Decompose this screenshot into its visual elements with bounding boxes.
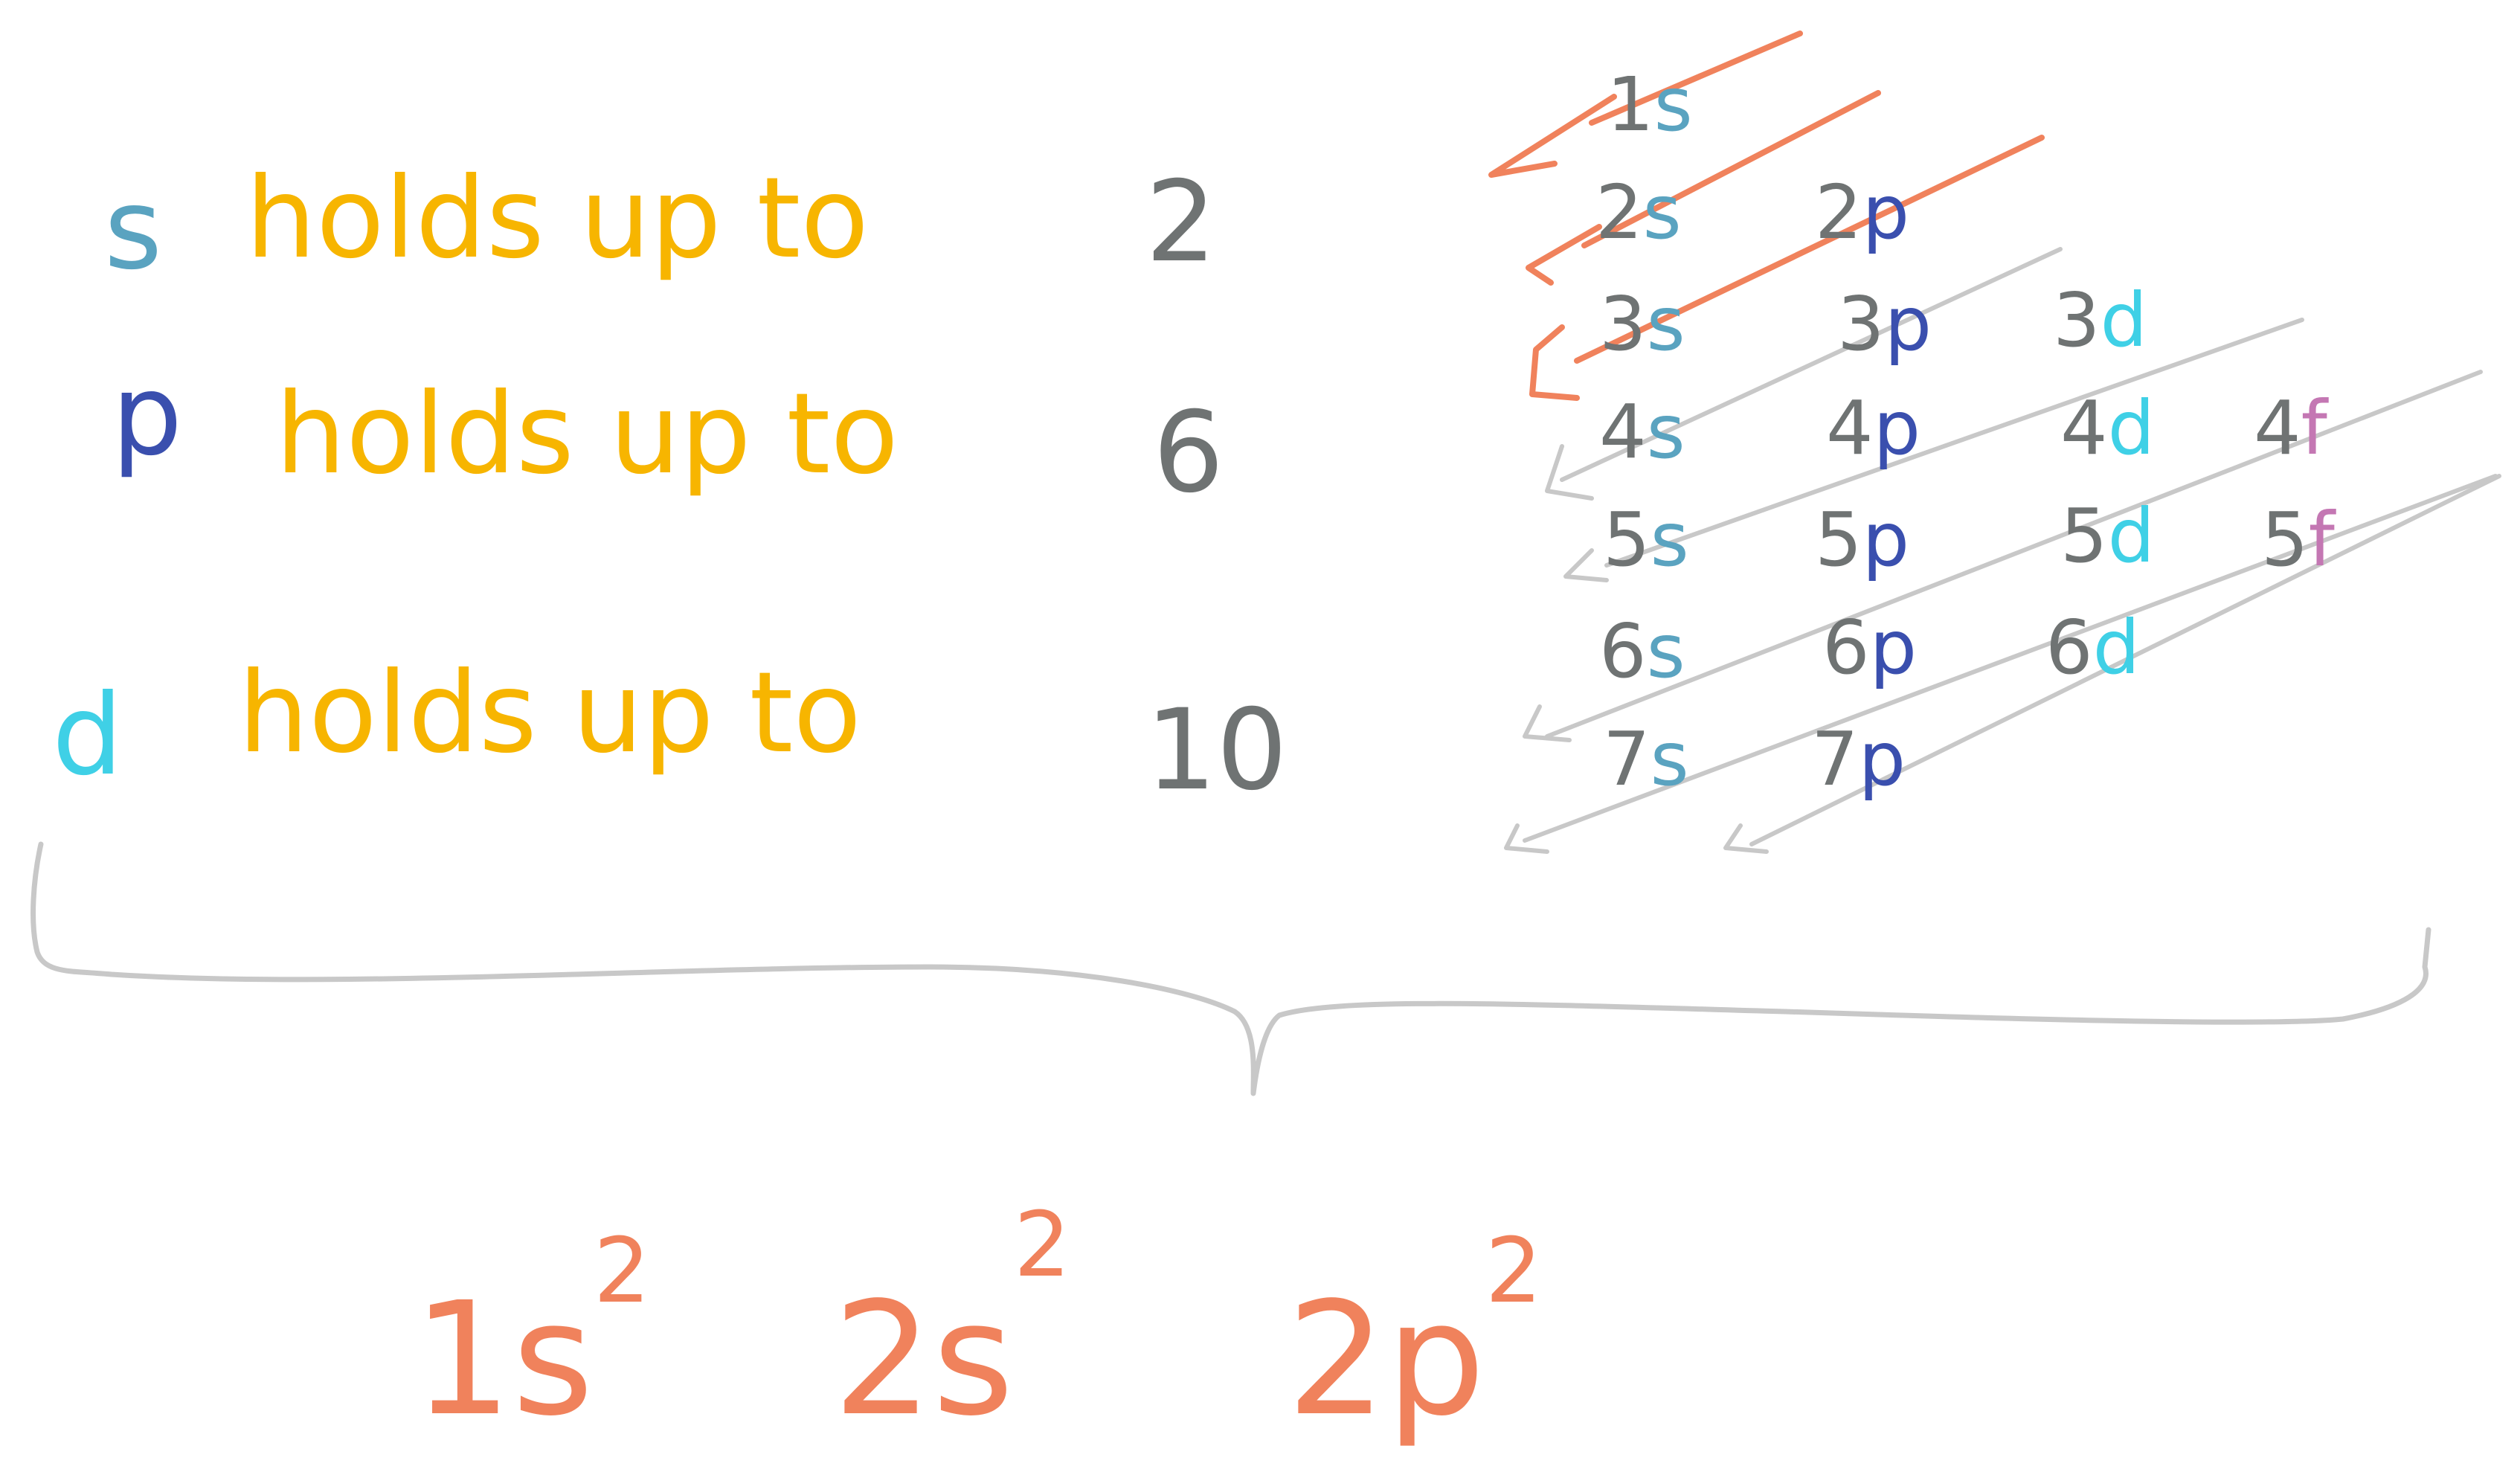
rule-value-d: 10 <box>1145 686 1288 815</box>
orbital-6d-l: d <box>2093 604 2140 691</box>
orbital-4d-l: d <box>2108 385 2155 472</box>
rule-value-p: 6 <box>1153 388 1224 518</box>
orbital-3s: 3s <box>1599 280 1685 367</box>
diagonal-arrow-gray-3 <box>1523 370 2483 742</box>
rule-letter-d: d <box>52 671 123 800</box>
config-1s-electrons: 2 <box>594 1220 650 1323</box>
orbital-4s-n: 4 <box>1599 388 1647 475</box>
rule-letter-p: p <box>112 351 182 480</box>
config-2s-n: 2 <box>833 1268 933 1450</box>
rule-row-d: d holds up to 10 <box>52 649 1288 815</box>
orbital-5s-n: 5 <box>1603 496 1650 583</box>
orbital-7p: 7p <box>1811 716 1906 803</box>
orbital-6s: 6s <box>1599 608 1685 695</box>
rule-letter-s: s <box>104 165 162 295</box>
orbital-5f-n: 5 <box>2261 496 2309 583</box>
diagonal-arrow-gray-4 <box>1504 474 2498 854</box>
orbital-5p-l: p <box>1862 496 1909 583</box>
orbital-3s-l: s <box>1647 280 1685 367</box>
orbital-4f-l: f <box>2301 385 2330 472</box>
diagonal-arrow-orange-1 <box>1488 30 1803 178</box>
orbital-grid: 1s 2s 2p 3s 3p 3d 4s 4p 4d 4f <box>1595 61 2337 803</box>
orbital-7p-n: 7 <box>1811 716 1859 803</box>
orbital-5p: 5p <box>1815 496 1909 583</box>
rule-row-p: p holds up to 6 <box>112 351 1224 518</box>
orbital-7s-l: s <box>1650 716 1689 803</box>
orbital-1s: 1s <box>1607 61 1693 148</box>
orbital-2p-l: p <box>1862 169 1909 256</box>
config-term-2p: 2p2 <box>1287 1220 1542 1450</box>
config-2p-l: p <box>1386 1268 1485 1450</box>
orbital-1s-l: s <box>1654 61 1693 148</box>
aufbau-arrows <box>1488 30 2501 854</box>
orbital-5s-l: s <box>1650 496 1689 583</box>
orbital-3p-l: p <box>1885 280 1932 367</box>
orbital-4p-l: p <box>1874 385 1920 472</box>
orbital-5d-n: 5 <box>2060 492 2108 579</box>
orbital-3p: 3p <box>1837 280 1932 367</box>
orbital-3d: 3d <box>2053 277 2147 364</box>
orbital-4f-n: 4 <box>2254 385 2301 472</box>
orbital-5s: 5s <box>1603 496 1689 583</box>
orbital-2s: 2s <box>1595 169 1682 256</box>
orbital-6s-l: s <box>1647 608 1685 695</box>
orbital-2s-l: s <box>1643 169 1682 256</box>
orbital-4p: 4p <box>1826 385 1920 472</box>
config-term-2s: 2s2 <box>833 1194 1070 1450</box>
orbital-2p-n: 2 <box>1815 169 1862 256</box>
orbital-5f-l: f <box>2309 496 2337 583</box>
config-2s-electrons: 2 <box>1014 1194 1070 1297</box>
config-1s-n: 1 <box>413 1268 512 1450</box>
orbital-5f: 5f <box>2261 496 2337 583</box>
orbital-6d: 6d <box>2045 604 2140 691</box>
config-1s-l: s <box>512 1268 594 1450</box>
diagonal-arrow-orange-3 <box>1529 135 2045 401</box>
rule-row-s: s holds up to 2 <box>104 154 1216 295</box>
diagonal-arrow-gray-2 <box>1563 318 2304 582</box>
orbital-7p-l: p <box>1859 716 1906 803</box>
orbital-5d: 5d <box>2060 492 2155 579</box>
orbital-6s-n: 6 <box>1599 608 1647 695</box>
orbital-3s-n: 3 <box>1599 280 1647 367</box>
config-2p-electrons: 2 <box>1485 1220 1542 1323</box>
orbital-5p-n: 5 <box>1815 496 1862 583</box>
rule-value-s: 2 <box>1145 158 1216 287</box>
diagonal-arrow-gray-1 <box>1545 247 2063 501</box>
config-2p-n: 2 <box>1287 1268 1386 1450</box>
config-2s-l: s <box>933 1268 1014 1450</box>
orbital-5d-l: d <box>2108 492 2155 579</box>
electron-configuration: 1s2 2s2 2p2 <box>413 1194 1542 1450</box>
orbital-4s: 4s <box>1599 388 1685 475</box>
orbital-7s-n: 7 <box>1603 716 1650 803</box>
rule-text-s: holds up to <box>245 154 869 283</box>
orbital-4s-l: s <box>1647 388 1685 475</box>
curly-brace <box>30 841 2431 1096</box>
diagonal-arrow-gray-5 <box>1723 474 2501 854</box>
orbital-4d: 4d <box>2060 385 2155 472</box>
orbital-2p: 2p <box>1815 169 1909 256</box>
orbital-6p: 6p <box>1822 604 1917 691</box>
orbital-3d-n: 3 <box>2053 277 2100 364</box>
orbital-2s-n: 2 <box>1595 169 1643 256</box>
orbital-3p-n: 3 <box>1837 280 1885 367</box>
rule-text-p: holds up to <box>275 370 899 499</box>
orbital-1s-n: 1 <box>1607 61 1654 148</box>
orbital-6p-n: 6 <box>1822 604 1870 691</box>
rule-text-d: holds up to <box>238 649 861 778</box>
orbital-6p-l: p <box>1870 604 1917 691</box>
orbital-4d-n: 4 <box>2060 385 2108 472</box>
config-term-1s: 1s2 <box>413 1220 650 1450</box>
orbital-4p-n: 4 <box>1826 385 1874 472</box>
capacity-rules: s holds up to 2 p holds up to 6 d holds … <box>52 154 1288 815</box>
orbital-3d-l: d <box>2100 277 2147 364</box>
diagonal-arrow-orange-2 <box>1526 90 1881 286</box>
orbital-4f: 4f <box>2254 385 2330 472</box>
orbital-7s: 7s <box>1603 716 1689 803</box>
orbital-6d-n: 6 <box>2045 604 2093 691</box>
